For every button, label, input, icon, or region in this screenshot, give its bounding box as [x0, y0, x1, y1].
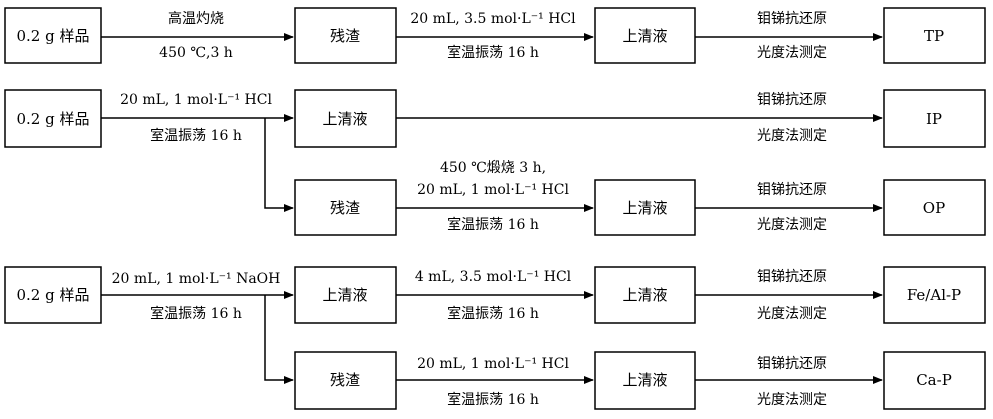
- node-r1-supernatant-label: 上清液: [622, 27, 667, 45]
- label-r5-shake: 室温振荡 16 h: [447, 391, 539, 408]
- label-r3-hcl: 20 mL, 1 mol·L⁻¹ HCl: [417, 182, 569, 198]
- node-r3-supernatant-label: 上清液: [622, 199, 667, 217]
- node-r4-supernatant: 上清液: [294, 266, 397, 324]
- node-r1-residue-label: 残渣: [330, 27, 360, 45]
- edge-r2-branch-residue: [264, 118, 294, 212]
- node-r5-result: Ca-P: [883, 351, 986, 410]
- node-r4-result-label: Fe/Al-P: [907, 286, 961, 304]
- label-r1-method-2: 光度法测定: [757, 45, 827, 61]
- label-r4-naoh: 20 mL, 1 mol·L⁻¹ NaOH: [112, 271, 281, 287]
- node-r5-supernatant-label: 上清液: [622, 371, 667, 389]
- node-r4-sample: 0.2 g 样品: [4, 266, 102, 324]
- label-r4-shake-2: 室温振荡 16 h: [447, 305, 539, 322]
- label-r2-shake: 室温振荡 16 h: [150, 127, 242, 144]
- node-r2-sample-label: 0.2 g 样品: [17, 110, 90, 128]
- label-r3-method-2: 光度法测定: [757, 217, 827, 233]
- label-r2-hcl: 20 mL, 1 mol·L⁻¹ HCl: [120, 92, 272, 108]
- node-r5-residue-label: 残渣: [330, 371, 360, 389]
- node-r2-result-label: IP: [926, 110, 942, 128]
- label-r2-method-1: 钼锑抗还原: [757, 92, 827, 108]
- node-r1-supernatant: 上清液: [594, 7, 696, 64]
- label-r4-method-2: 光度法测定: [757, 306, 827, 322]
- node-r3-result-label: OP: [923, 199, 945, 217]
- node-r3-supernatant: 上清液: [594, 179, 696, 236]
- node-r4-supernatant-2: 上清液: [594, 266, 696, 324]
- node-r4-supernatant-label: 上清液: [322, 286, 367, 304]
- node-r1-sample: 0.2 g 样品: [4, 7, 102, 64]
- node-r5-result-label: Ca-P: [916, 371, 952, 389]
- label-r5-hcl: 20 mL, 1 mol·L⁻¹ HCl: [417, 356, 569, 372]
- label-r1-method-1: 钼锑抗还原: [757, 11, 827, 27]
- node-r2-supernatant-label: 上清液: [322, 110, 367, 128]
- node-r2-result: IP: [883, 89, 986, 148]
- label-r1-hcl: 20 mL, 3.5 mol·L⁻¹ HCl: [410, 11, 576, 27]
- label-r2-method-2: 光度法测定: [757, 128, 827, 144]
- label-r3-calcine: 450 ℃煅烧 3 h,: [440, 160, 546, 176]
- label-r3-method-1: 钼锑抗还原: [757, 182, 827, 198]
- node-r3-residue: 残渣: [294, 179, 397, 236]
- label-r5-method-1: 钼锑抗还原: [757, 356, 827, 372]
- label-r4-shake: 室温振荡 16 h: [150, 305, 242, 322]
- label-r4-hcl: 4 mL, 3.5 mol·L⁻¹ HCl: [415, 269, 572, 285]
- node-r4-sample-label: 0.2 g 样品: [17, 286, 90, 304]
- node-r3-residue-label: 残渣: [330, 199, 360, 217]
- label-ashing-temp: 450 ℃,3 h: [159, 45, 233, 61]
- label-r4-method-1: 钼锑抗还原: [757, 269, 827, 285]
- node-r2-sample: 0.2 g 样品: [4, 89, 102, 148]
- label-r1-shake: 室温振荡 16 h: [447, 44, 539, 61]
- node-r1-residue: 残渣: [294, 7, 397, 64]
- label-r3-shake: 室温振荡 16 h: [447, 216, 539, 233]
- node-r1-result-label: TP: [924, 27, 944, 45]
- node-r4-supernatant-2-label: 上清液: [622, 286, 667, 304]
- node-r3-result: OP: [883, 179, 986, 236]
- node-r5-supernatant: 上清液: [594, 351, 696, 410]
- node-r1-result: TP: [883, 7, 986, 64]
- label-ashing: 高温灼烧: [168, 10, 224, 27]
- node-r5-residue: 残渣: [294, 351, 397, 410]
- node-r1-sample-label: 0.2 g 样品: [17, 27, 90, 45]
- node-r4-result: Fe/Al-P: [883, 266, 986, 324]
- label-r5-method-2: 光度法测定: [757, 392, 827, 408]
- node-r2-supernatant: 上清液: [294, 89, 397, 148]
- edge-r4-branch-residue: [264, 295, 294, 384]
